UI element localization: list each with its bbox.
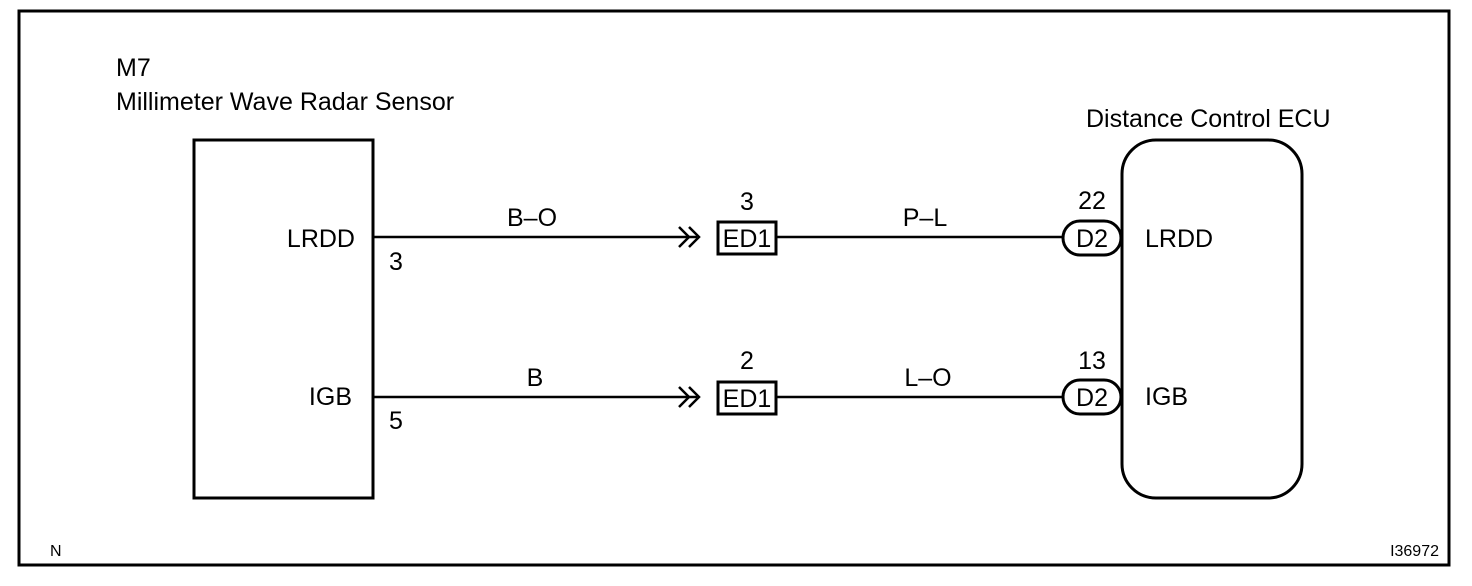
sensor-signal-igb: IGB	[309, 383, 352, 411]
wire-color-label: P–L	[903, 204, 948, 232]
junction-connector-label: ED1	[723, 225, 772, 253]
splice-arrow-icon	[688, 226, 701, 248]
junction-pin-label: 2	[740, 347, 754, 375]
sensor-name: Millimeter Wave Radar Sensor	[116, 88, 454, 116]
ecu-connector-d2-top	[1061, 219, 1123, 257]
ecu-pin-label: 22	[1078, 187, 1106, 215]
sensor-pin-igb: 5	[389, 407, 403, 435]
wire-color-label: B–O	[507, 204, 557, 232]
junction-connector-ed1-bottom	[716, 380, 778, 416]
sensor-box	[192, 138, 375, 500]
junction-connector-ed1-top	[716, 220, 778, 256]
sensor-signal-lrdd: LRDD	[287, 225, 355, 253]
wire-color-label: L–O	[904, 364, 951, 392]
diagram-frame	[17, 9, 1451, 567]
ecu-pin-label: 13	[1078, 347, 1106, 375]
ecu-name: Distance Control ECU	[1086, 105, 1331, 133]
splice-arrow-icon	[678, 386, 691, 408]
splice-arrow-icon	[688, 386, 701, 408]
ecu-signal-igb: IGB	[1145, 383, 1188, 411]
figure-id: I36972	[1390, 543, 1439, 560]
ecu-signal-lrdd: LRDD	[1145, 225, 1213, 253]
ecu-connector-d2-bottom	[1061, 378, 1123, 416]
ecu-connector-label: D2	[1076, 384, 1108, 412]
junction-connector-label: ED1	[723, 385, 772, 413]
wire-color-label: B	[527, 364, 544, 392]
frame-corner-label: N	[50, 543, 62, 560]
ecu-connector-label: D2	[1076, 225, 1108, 253]
sensor-pin-lrdd: 3	[389, 248, 403, 276]
splice-arrow-icon	[678, 226, 691, 248]
ecu-box	[1120, 138, 1304, 500]
sensor-code: M7	[116, 54, 151, 82]
junction-pin-label: 3	[740, 188, 754, 216]
